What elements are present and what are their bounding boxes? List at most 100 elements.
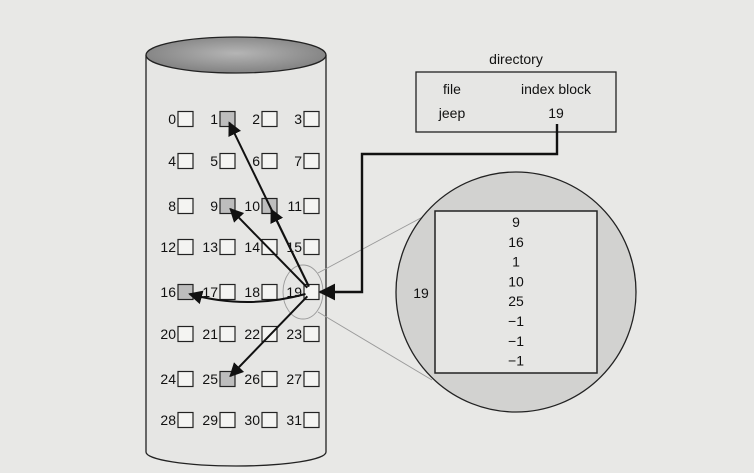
disk-block-4: 4 bbox=[168, 152, 194, 170]
directory-title: directory bbox=[489, 51, 543, 67]
block-square bbox=[219, 411, 236, 429]
block-number-label: 0 bbox=[168, 111, 176, 127]
block-square bbox=[261, 238, 278, 256]
index-entry-0: 9 bbox=[512, 214, 520, 230]
block-number-label: 23 bbox=[286, 326, 302, 342]
disk-block-3: 3 bbox=[294, 110, 320, 128]
disk-block-24: 24 bbox=[160, 370, 194, 388]
disk-block-6: 6 bbox=[252, 152, 278, 170]
block-square bbox=[177, 238, 194, 256]
block-number-label: 1 bbox=[210, 111, 218, 127]
block-square bbox=[177, 411, 194, 429]
block-number-label: 31 bbox=[286, 412, 302, 428]
zoom-guide-line-bottom bbox=[317, 311, 433, 381]
directory-entry-file: jeep bbox=[438, 105, 466, 121]
disk-block-26: 26 bbox=[244, 370, 278, 388]
disk-block-5: 5 bbox=[210, 152, 236, 170]
block-square bbox=[177, 110, 194, 128]
block-number-label: 7 bbox=[294, 153, 302, 169]
disk-block-30: 30 bbox=[244, 411, 278, 429]
block-square bbox=[303, 152, 320, 170]
block-square bbox=[177, 197, 194, 215]
block-number-label: 27 bbox=[286, 371, 302, 387]
block-number-label: 29 bbox=[202, 412, 218, 428]
disk-block-14: 14 bbox=[244, 238, 278, 256]
directory-header-file: file bbox=[443, 81, 461, 97]
block-number-label: 12 bbox=[160, 239, 176, 255]
disk-block-7: 7 bbox=[294, 152, 320, 170]
block-square bbox=[219, 325, 236, 343]
block-square bbox=[303, 110, 320, 128]
disk-block-12: 12 bbox=[160, 238, 194, 256]
block-square bbox=[303, 197, 320, 215]
disk-block-27: 27 bbox=[286, 370, 320, 388]
disk-block-21: 21 bbox=[202, 325, 236, 343]
block-number-label: 16 bbox=[160, 284, 176, 300]
disk-block-2: 2 bbox=[252, 110, 278, 128]
block-square bbox=[177, 325, 194, 343]
disk-block-20: 20 bbox=[160, 325, 194, 343]
block-square bbox=[261, 370, 278, 388]
index-block-contents-box bbox=[434, 210, 598, 374]
pointer-arrow-to-block-10 bbox=[270, 208, 310, 288]
pointer-arrow-to-block-16 bbox=[188, 290, 306, 305]
block-square bbox=[177, 370, 194, 388]
disk-block-8: 8 bbox=[168, 197, 194, 215]
cylinder-top bbox=[145, 36, 327, 74]
directory-header-index-block: index block bbox=[521, 81, 592, 97]
zoom-guide-line-top bbox=[317, 211, 433, 274]
block-square bbox=[219, 152, 236, 170]
block-square bbox=[219, 238, 236, 256]
block-number-label: 24 bbox=[160, 371, 176, 387]
block-square bbox=[261, 110, 278, 128]
block-number-label: 20 bbox=[160, 326, 176, 342]
index-entry-2: 1 bbox=[512, 254, 520, 270]
block-number-label: 25 bbox=[202, 371, 218, 387]
disk-block-25: 25 bbox=[202, 370, 236, 388]
block-number-label: 30 bbox=[244, 412, 260, 428]
block-number-label: 9 bbox=[210, 198, 218, 214]
index-entry-4: 25 bbox=[508, 293, 524, 309]
pointer-arrow-to-block-9 bbox=[229, 207, 309, 289]
index-entry-5: −1 bbox=[508, 313, 524, 329]
disk-block-31: 31 bbox=[286, 411, 320, 429]
block-number-label: 2 bbox=[252, 111, 260, 127]
disk-block-29: 29 bbox=[202, 411, 236, 429]
allocated-block-square bbox=[177, 283, 194, 301]
index-pointer-arrows bbox=[188, 121, 310, 378]
block-number-label: 18 bbox=[244, 284, 260, 300]
block-number-label: 26 bbox=[244, 371, 260, 387]
disk-block-0: 0 bbox=[168, 110, 194, 128]
block-number-label: 13 bbox=[202, 239, 218, 255]
block-number-label: 14 bbox=[244, 239, 260, 255]
disk-block-9: 9 bbox=[210, 197, 236, 215]
block-number-label: 10 bbox=[244, 198, 260, 214]
block-number-label: 4 bbox=[168, 153, 176, 169]
block-square bbox=[303, 238, 320, 256]
disk-block-13: 13 bbox=[202, 238, 236, 256]
disk-block-18: 18 bbox=[244, 283, 278, 301]
block-number-label: 8 bbox=[168, 198, 176, 214]
directory-box bbox=[415, 71, 617, 133]
directory-to-index-block-arrow bbox=[318, 124, 559, 301]
disk-block-23: 23 bbox=[286, 325, 320, 343]
block-square bbox=[261, 283, 278, 301]
block-square bbox=[303, 411, 320, 429]
pointer-arrow-to-block-25 bbox=[229, 295, 309, 378]
directory-table: directory file index block jeep 19 bbox=[415, 51, 617, 133]
block-number-label: 3 bbox=[294, 111, 302, 127]
disk-block-11: 11 bbox=[287, 197, 320, 215]
block-square bbox=[177, 152, 194, 170]
block-number-label: 17 bbox=[202, 284, 218, 300]
block-number-label: 6 bbox=[252, 153, 260, 169]
allocated-block-square bbox=[219, 110, 236, 128]
disk-block-28: 28 bbox=[160, 411, 194, 429]
index-entry-7: −1 bbox=[508, 353, 524, 369]
block-number-label: 28 bbox=[160, 412, 176, 428]
index-entry-1: 16 bbox=[508, 234, 524, 250]
index-entry-3: 10 bbox=[508, 273, 524, 289]
